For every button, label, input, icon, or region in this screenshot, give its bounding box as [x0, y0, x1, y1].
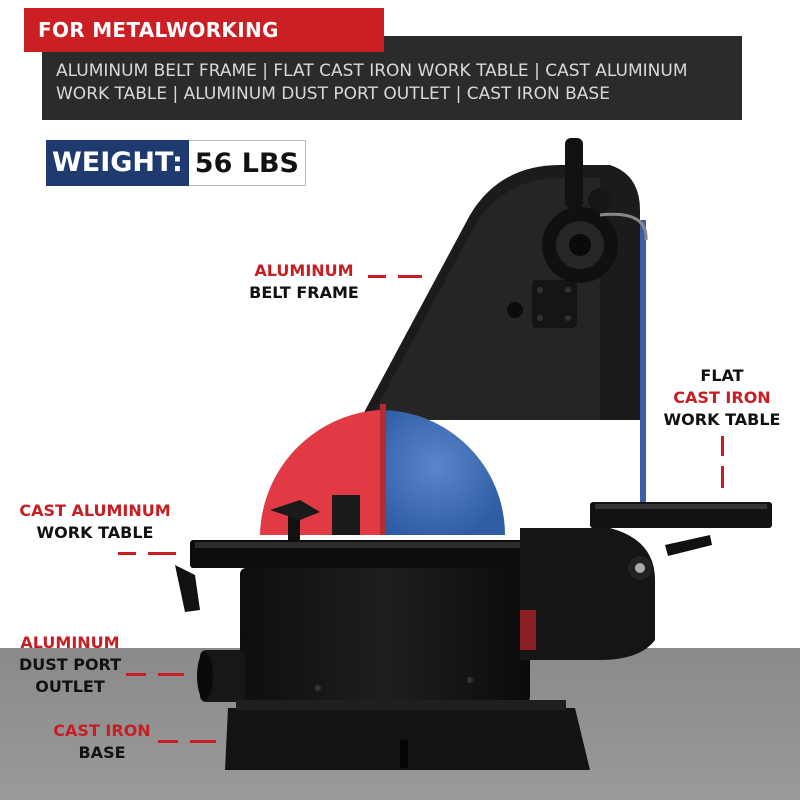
callout-dust-port-line2: DUST PORT	[18, 655, 122, 674]
sanding-belt	[640, 220, 646, 510]
callout-dash	[126, 673, 146, 676]
callout-dash	[721, 466, 724, 488]
dust-port-outlet	[197, 650, 245, 702]
callout-belt-frame: ALUMINUM BELT FRAME	[236, 260, 372, 304]
weight-value: 56 LBS	[188, 140, 306, 186]
callout-base-line1: CAST IRON	[53, 721, 151, 740]
callout-flat-table-line2: CAST IRON	[673, 388, 771, 407]
callout-cast-table-line2: WORK TABLE	[36, 523, 154, 542]
callout-dash	[398, 275, 422, 278]
callout-flat-table-line1: FLAT	[700, 366, 744, 385]
callout-base: CAST IRON BASE	[46, 720, 158, 764]
motor-housing	[240, 568, 530, 703]
callout-dust-port-line3: OUTLET	[35, 677, 105, 696]
callout-dash	[158, 740, 178, 743]
callout-dash	[190, 740, 216, 743]
miter-knob	[270, 495, 360, 540]
tension-knob	[542, 138, 618, 283]
callout-dash	[148, 552, 176, 555]
weight-badge: WEIGHT: 56 LBS	[46, 140, 306, 186]
spec-line-1: ALUMINUM BELT FRAME | FLAT CAST IRON WOR…	[56, 61, 688, 81]
cast-iron-base-shape	[225, 708, 590, 770]
callout-belt-frame-line2: BELT FRAME	[249, 283, 359, 302]
for-metalworking-tag: FOR METALWORKING	[24, 8, 384, 52]
callout-base-line2: BASE	[78, 743, 126, 762]
disc-guard	[260, 410, 380, 535]
callout-cast-table-line1: CAST ALUMINUM	[19, 501, 171, 520]
weight-label: WEIGHT:	[46, 140, 189, 186]
callout-flat-table-line3: WORK TABLE	[663, 410, 781, 429]
callout-dash	[721, 436, 724, 456]
callout-belt-frame-line1: ALUMINUM	[254, 261, 354, 280]
spec-line-2: WORK TABLE | ALUMINUM DUST PORT OUTLET |…	[56, 84, 610, 104]
sanding-disc	[380, 410, 505, 535]
callout-dash	[368, 275, 386, 278]
callout-cast-table: CAST ALUMINUM WORK TABLE	[14, 500, 176, 544]
callout-dash	[118, 552, 136, 555]
callout-dust-port-line1: ALUMINUM	[20, 633, 120, 652]
callout-dust-port: ALUMINUM DUST PORT OUTLET	[12, 632, 128, 698]
callout-dash	[158, 673, 184, 676]
callout-flat-table: FLAT CAST IRON WORK TABLE	[660, 365, 784, 431]
